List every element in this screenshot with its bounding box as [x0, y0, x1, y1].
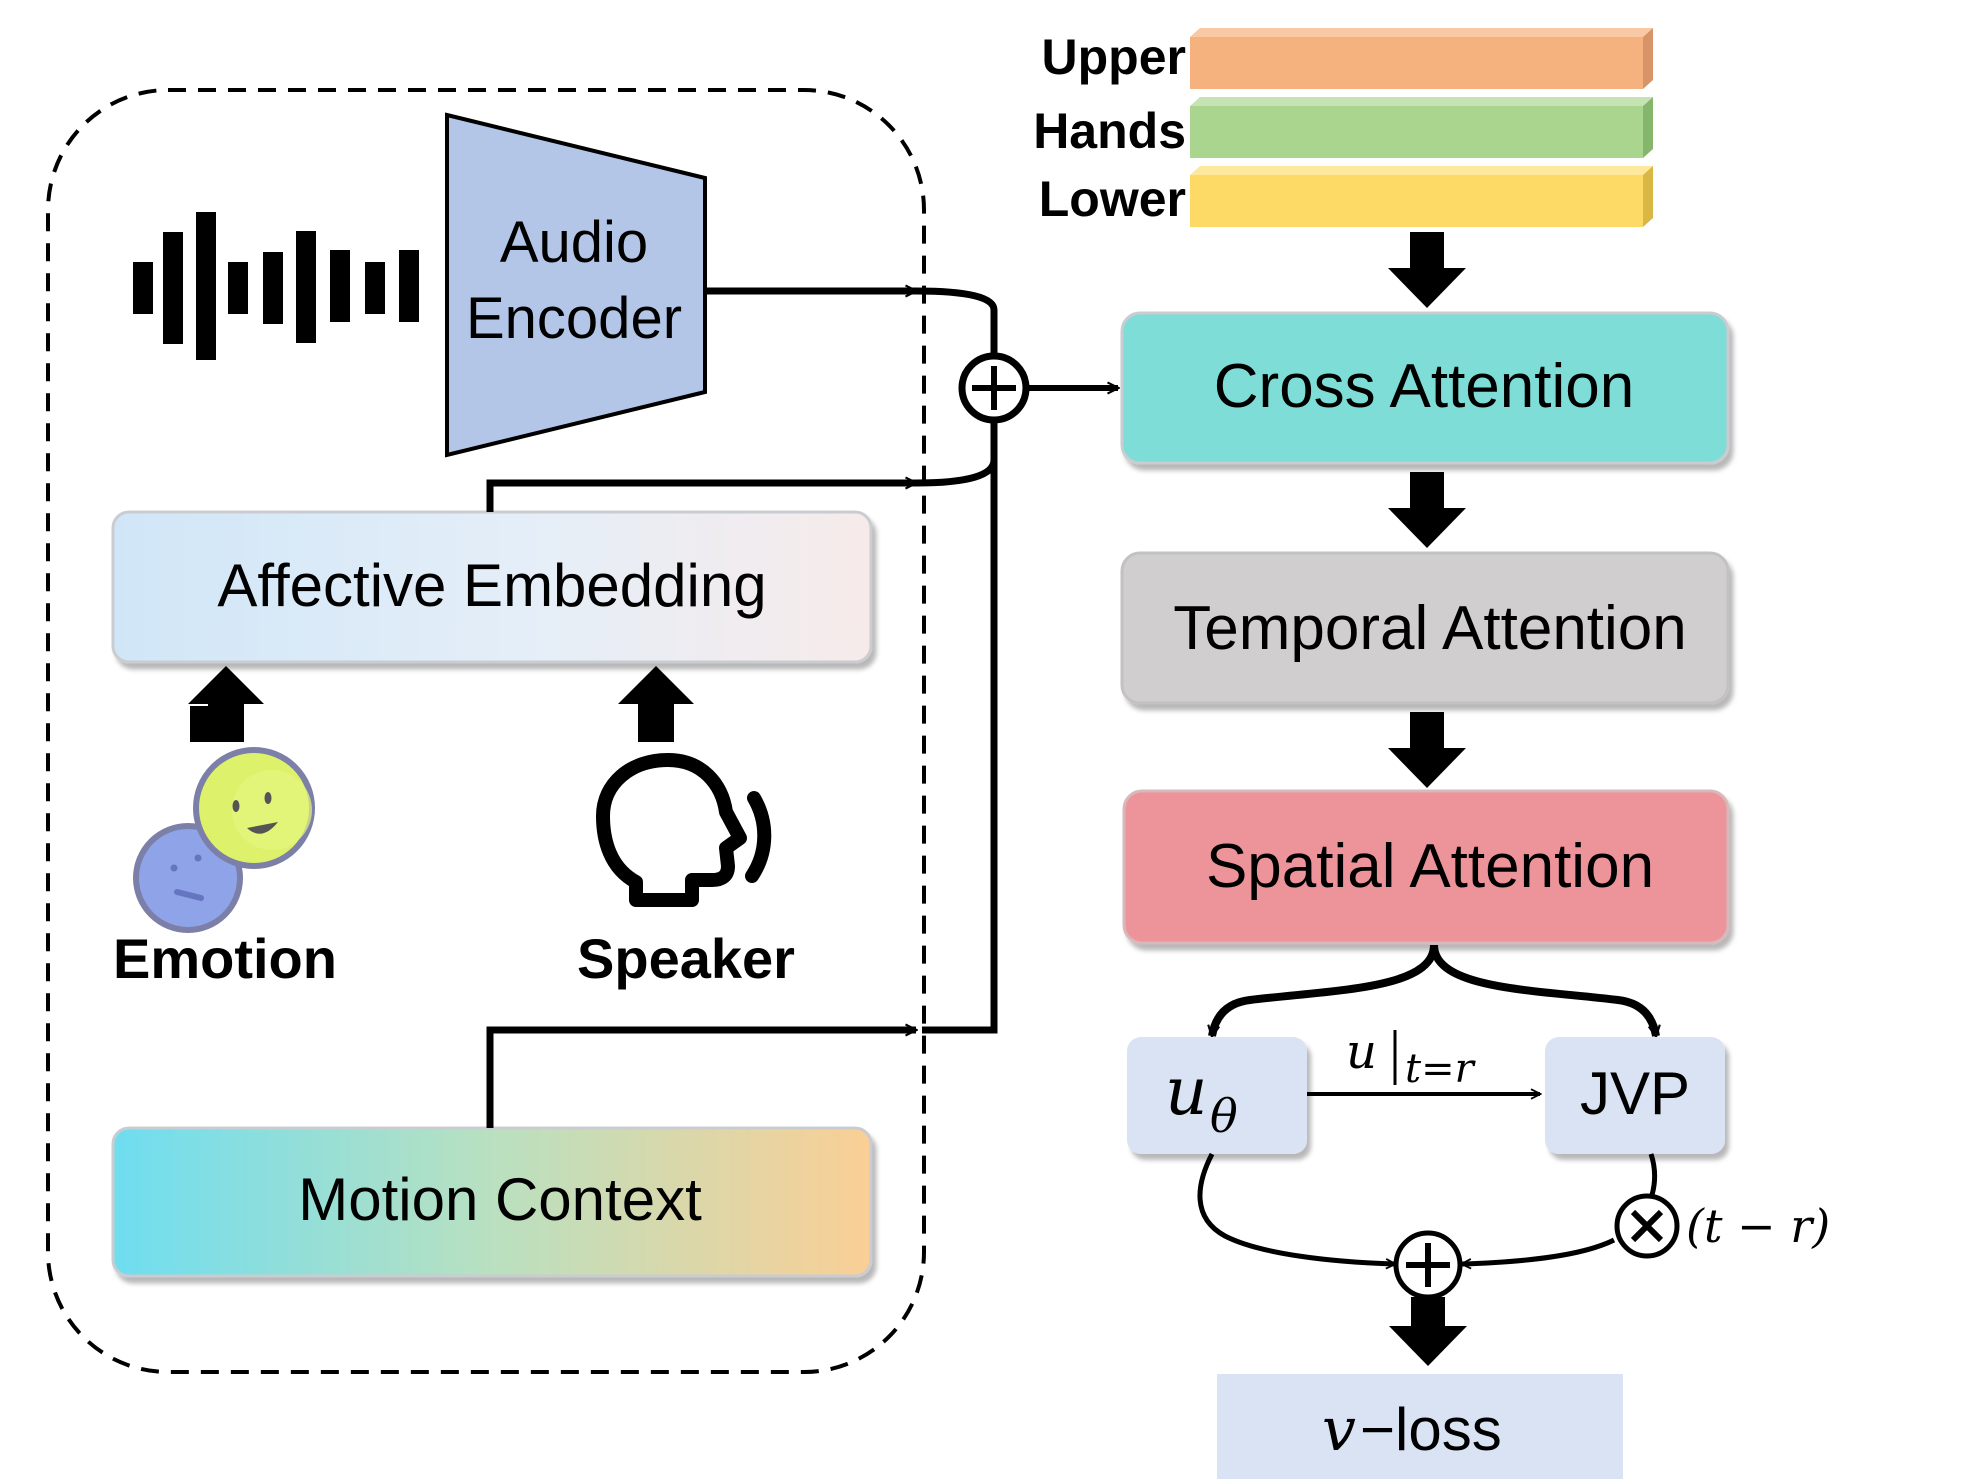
emotion-label: Emotion	[113, 927, 337, 990]
affective-to-sum-arrow	[486, 483, 916, 512]
u-eval-subscript: t=r	[1405, 1046, 1477, 1092]
lower-token-bar	[1190, 166, 1653, 227]
cross-attention-label: Cross Attention	[1214, 352, 1634, 421]
input-sum-plus-icon	[972, 366, 1016, 410]
upper-label: Upper	[1042, 29, 1186, 85]
emotion-to-embedding-arrow	[190, 696, 233, 742]
u-theta-box	[1127, 1037, 1307, 1154]
spatial-attention-label: Spatial Attention	[1206, 832, 1654, 901]
u-eval-base: u	[1346, 1024, 1377, 1080]
audio-encoder-label-line2: Encoder	[466, 286, 682, 351]
v-loss-label: −loss	[1360, 1396, 1502, 1463]
utheta-to-final-sum-arrow	[1197, 1152, 1395, 1264]
scale-to-final-sum-arrow	[1462, 1237, 1616, 1264]
emotion-arrow-icon	[188, 666, 264, 742]
waveform-icon	[133, 212, 419, 360]
affective-embedding-label: Affective Embedding	[217, 552, 766, 619]
scale-label: (t − r)	[1686, 1199, 1830, 1253]
input-region-dashed	[46, 88, 926, 1374]
motion-to-sum-arrow	[486, 1030, 916, 1128]
temporal-attention-label: Temporal Attention	[1173, 594, 1687, 663]
spatial-to-utheta-arrow	[1212, 944, 1438, 1036]
temporal-attention-box	[1120, 551, 1730, 705]
final-sum-plus-icon	[1406, 1243, 1450, 1287]
hands-label: Hands	[1033, 103, 1186, 159]
upper-token-bar	[1190, 28, 1653, 89]
jvp-label: JVP	[1580, 1060, 1690, 1127]
u-theta-base: u	[1165, 1053, 1208, 1130]
spatial-to-jvp-arrow	[1430, 944, 1656, 1036]
cross-attention-box	[1120, 311, 1730, 465]
emotion-icon	[133, 747, 315, 933]
affective-bus-join	[915, 459, 998, 487]
jvp-box	[1545, 1037, 1725, 1154]
speaker-head-icon	[596, 753, 772, 907]
spatial-attention-box	[1122, 789, 1730, 945]
v-loss-box	[1217, 1374, 1623, 1479]
u-theta-subscript: θ	[1210, 1089, 1238, 1143]
speaker-arrow-icon	[618, 666, 694, 742]
tokens-to-cross-arrow	[1388, 232, 1466, 308]
temporal-to-spatial-arrow	[1388, 712, 1466, 788]
speaker-label: Speaker	[577, 927, 795, 990]
sum-bus-line	[915, 287, 998, 1034]
v-loss-variable: v	[1322, 1395, 1356, 1465]
audio-encoder-shape	[445, 112, 707, 458]
audio-encoder-label-line1: Audio	[500, 210, 648, 275]
motion-context-label: Motion Context	[298, 1166, 702, 1233]
cross-to-temporal-arrow	[1388, 472, 1466, 548]
multiply-icon	[1630, 1209, 1664, 1243]
hands-token-bar	[1190, 97, 1653, 158]
sum-to-vloss-arrow	[1389, 1297, 1467, 1366]
lower-label: Lower	[1039, 171, 1186, 227]
